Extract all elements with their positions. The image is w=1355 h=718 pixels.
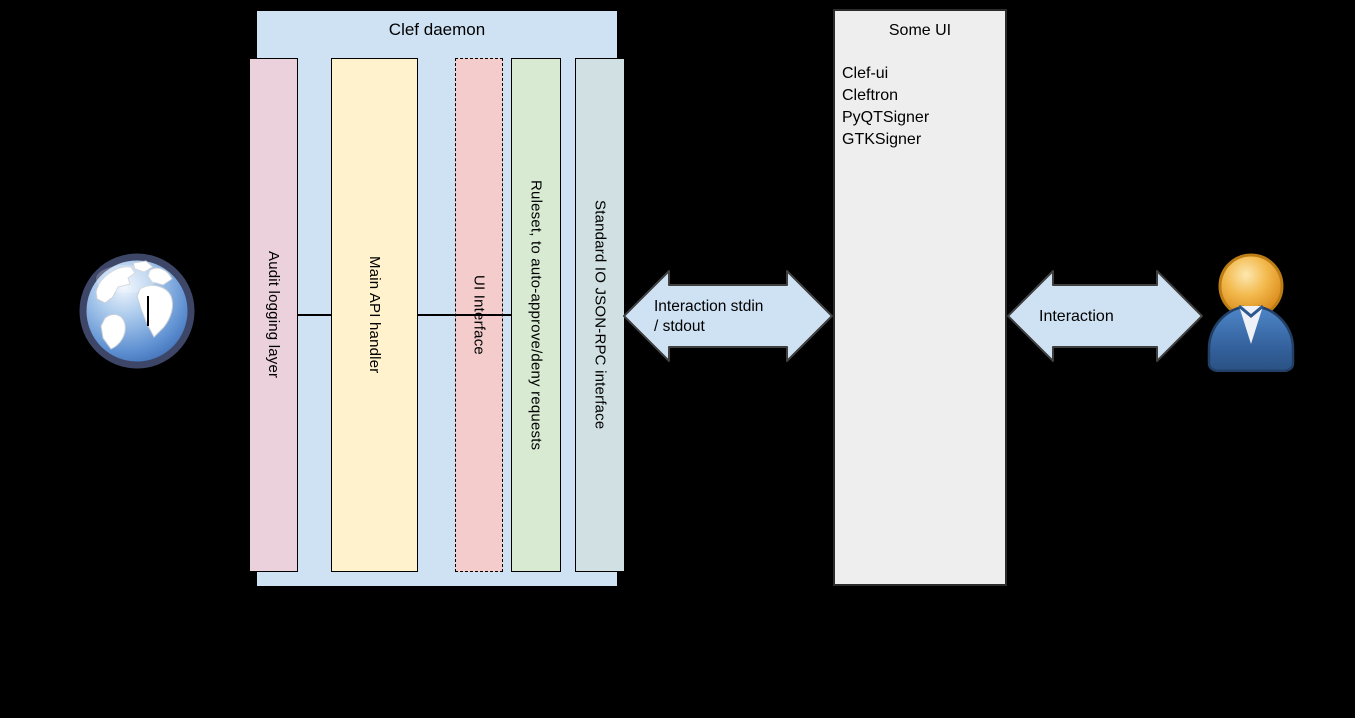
main-api-handler-label: Main API handler bbox=[366, 256, 383, 374]
stdin-stdout-arrow-label-line1: Interaction stdin bbox=[654, 298, 764, 315]
double-arrow-icon bbox=[1007, 270, 1203, 362]
ruleset-label: Ruleset, to auto-approve/deny requests bbox=[527, 179, 545, 451]
connector-line-api-ruleset bbox=[418, 314, 511, 316]
stdio-jsonrpc-column: Standard IO JSON-RPC interface bbox=[575, 58, 625, 572]
ruleset-column: Ruleset, to auto-approve/deny requests bbox=[511, 58, 561, 572]
some-ui-box bbox=[833, 9, 1007, 586]
user-icon-svg bbox=[1207, 253, 1295, 373]
stdin-stdout-arrow bbox=[622, 269, 834, 368]
audit-logging-layer-label: Audit logging layer bbox=[265, 251, 282, 379]
some-ui-item-pyqtsigner: PyQTSigner bbox=[842, 109, 930, 126]
audit-logging-layer-column: Audit logging layer bbox=[249, 58, 298, 572]
globe-icon-svg bbox=[79, 253, 195, 369]
interaction-arrow-label: Interaction bbox=[1039, 308, 1114, 325]
connector-line-audit-api bbox=[298, 314, 331, 316]
some-ui-item-clef-ui: Clef-ui bbox=[842, 65, 889, 82]
stdin-stdout-arrow-label-line2: / stdout bbox=[654, 318, 705, 335]
some-ui-list: Clef-ui Cleftron PyQTSigner GTKSigner bbox=[842, 63, 1002, 151]
clef-daemon-box bbox=[256, 10, 618, 587]
some-ui-item-gtksigner: GTKSigner bbox=[842, 131, 922, 148]
some-ui-title: Some UI bbox=[888, 22, 952, 39]
double-arrow-icon bbox=[623, 270, 833, 362]
globe-connector-line bbox=[147, 296, 149, 326]
user-icon bbox=[1202, 250, 1300, 377]
stdin-stdout-arrow-label: Interaction stdin / stdout bbox=[654, 297, 763, 337]
interaction-arrow bbox=[1006, 269, 1204, 368]
main-api-handler-column: Main API handler bbox=[331, 58, 418, 572]
clef-daemon-title: Clef daemon bbox=[388, 20, 486, 39]
some-ui-item-cleftron: Cleftron bbox=[842, 87, 899, 104]
stdio-jsonrpc-label: Standard IO JSON-RPC interface bbox=[591, 200, 609, 430]
globe-icon bbox=[78, 252, 196, 375]
